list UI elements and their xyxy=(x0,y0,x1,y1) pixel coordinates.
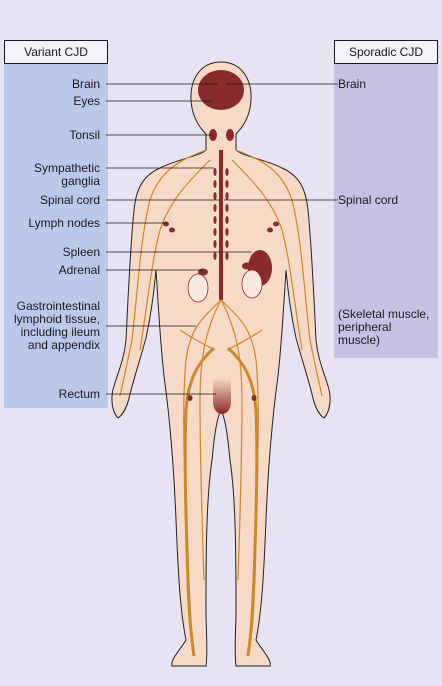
sporadic-cjd-title: Sporadic CJD xyxy=(334,40,438,64)
kidney-left xyxy=(187,273,209,303)
tonsil-left xyxy=(209,129,217,141)
eye-left xyxy=(209,99,215,105)
spinal-cord xyxy=(219,150,223,300)
label-spleen: Spleen xyxy=(62,245,100,259)
label-skeletal-muscle: (Skeletal muscle, peripheral muscle) xyxy=(338,307,430,347)
major-nerves xyxy=(183,346,259,657)
tonsil-right xyxy=(226,129,234,141)
brain-organ xyxy=(198,70,244,110)
variant-cjd-panel: Variant CJD xyxy=(4,40,108,408)
variant-cjd-title: Variant CJD xyxy=(4,40,108,64)
label-gastrointestinal-lymphoid-tissue: Gastrointestinal lymphoid tissue, includ… xyxy=(13,299,100,352)
rectum-organ xyxy=(213,378,231,414)
adrenal-right xyxy=(242,262,252,270)
adrenal-left xyxy=(198,268,208,276)
label-eyes: Eyes xyxy=(73,94,100,108)
leader-lines xyxy=(106,83,338,395)
label-sympathetic-ganglia: Sympathetic ganglia xyxy=(33,161,100,188)
label-spinal-cord-sporadic: Spinal cord xyxy=(338,193,399,207)
label-brain-sporadic: Brain xyxy=(338,77,367,91)
label-rectum: Rectum xyxy=(58,387,100,401)
lymph-nodes xyxy=(163,221,279,401)
label-lymph-nodes: Lymph nodes xyxy=(28,216,100,230)
label-spinal-cord-variant: Spinal cord xyxy=(39,193,100,207)
label-adrenal: Adrenal xyxy=(58,263,100,277)
sporadic-cjd-panel: Sporadic CJD xyxy=(334,40,438,358)
eye-right xyxy=(227,99,233,105)
sympathetic-ganglia xyxy=(213,168,229,260)
label-tonsil: Tonsil xyxy=(69,128,100,142)
label-brain-variant: Brain xyxy=(71,77,100,91)
kidney-right xyxy=(241,269,263,299)
